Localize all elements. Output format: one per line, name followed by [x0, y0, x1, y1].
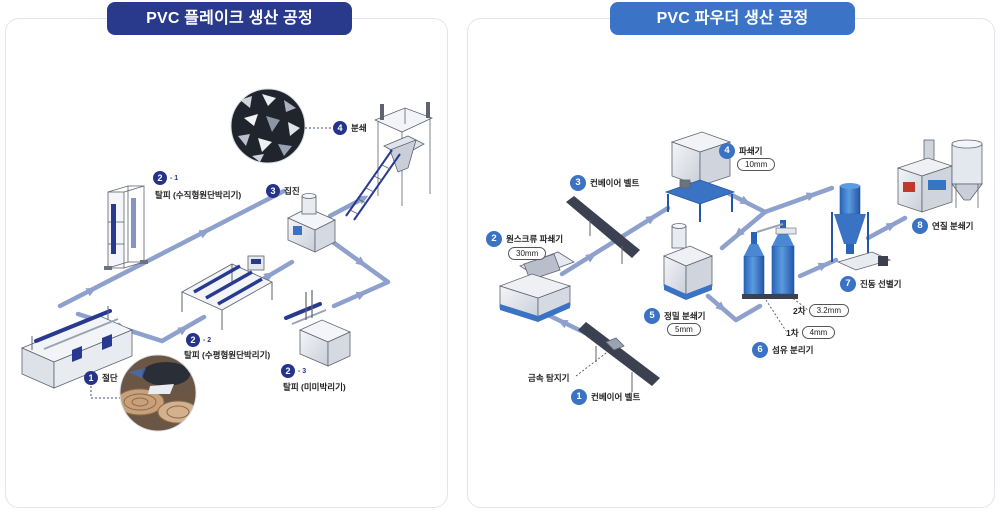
step-number-badge: 2: [153, 171, 167, 185]
step-sub-number: - 2: [203, 336, 212, 344]
metal-detector-label: 금속 탐지기: [528, 373, 570, 383]
step-label: 원스크류 파쇄기: [506, 234, 564, 244]
step-grind: 4 분쇄: [333, 121, 367, 135]
conveyor-belt-2: [566, 196, 640, 264]
step-sub-number: - 3: [298, 367, 307, 375]
step-number-badge: 2: [186, 333, 200, 347]
stage-label: 2차: [793, 305, 806, 316]
size-pill: 4mm: [801, 326, 836, 339]
metal-detector-leader-line: [575, 349, 611, 377]
soft-material-grinder: [896, 139, 983, 213]
step-label: 집진: [284, 186, 300, 196]
step-label: 탈피 (수평형원단박리기): [184, 350, 271, 360]
step-cut: 1 절단: [84, 371, 118, 385]
step-label: 분쇄: [351, 123, 367, 133]
step-fiber-separator: 6 섬유 분리기: [752, 342, 813, 358]
step-number-badge: 8: [912, 218, 928, 234]
step-number-badge: 2: [486, 231, 502, 247]
fiber-stage-2: 2차 3.2mm: [793, 304, 850, 317]
step-number-badge: 4: [333, 121, 347, 135]
single-screw-shredder: [498, 251, 575, 322]
step-label: 컨베이어 벨트: [590, 178, 640, 188]
stage1-leader-line: [765, 299, 787, 332]
cutting-machine: [20, 306, 134, 389]
step-number-badge: 4: [719, 143, 735, 159]
rolls-photo-frame: [119, 354, 197, 432]
fabric-rolls-photo: [120, 355, 196, 431]
size-pill: 3.2mm: [808, 304, 850, 317]
step-label: 파쇄기: [739, 146, 763, 156]
step-label: 절단: [102, 373, 118, 383]
size-pill: 10mm: [737, 158, 776, 171]
micro-peeling-machine: [284, 290, 351, 367]
step-soft-grinder: 8 연질 분쇄기: [912, 218, 973, 234]
powder-process-title: PVC 파우더 생산 공정: [610, 2, 855, 35]
step-number-badge: 3: [266, 184, 280, 198]
size-pill: 30mm: [508, 247, 547, 260]
precision-grinder: [662, 223, 714, 300]
step-label: 탈피 (수직형원단박리기): [155, 190, 242, 200]
step-label: 컨베이어 벨트: [591, 392, 641, 402]
step-peel-micro: 2 - 3: [281, 364, 306, 378]
step-precision-grinder: 5 정밀 분쇄기: [644, 308, 705, 324]
step-number-badge: 2: [281, 364, 295, 378]
step-peel-vertical: 2 - 1: [153, 171, 178, 185]
step-vibrating-screener: 7 진동 선별기: [840, 276, 901, 292]
step-conveyor-1: 1 컨베이어 벨트: [571, 389, 640, 405]
step-label: 연질 분쇄기: [932, 221, 974, 231]
flake-process-panel: [5, 18, 448, 508]
fiber-stage-1: 1차 4mm: [786, 326, 836, 339]
conveyor-belt-1: [578, 322, 660, 392]
step-number-badge: 5: [644, 308, 660, 324]
step-label: 진동 선별기: [860, 279, 902, 289]
stage-label: 1차: [786, 327, 799, 338]
fiber-separators: [742, 220, 798, 299]
flake-process-title: PVC 플레이크 생산 공정: [107, 2, 352, 35]
step-shredder: 2 원스크류 파쇄기: [486, 231, 563, 247]
step-number-badge: 6: [752, 342, 768, 358]
step-number-badge: 1: [84, 371, 98, 385]
step-dust-collection: 3 집진: [266, 184, 300, 198]
step-label: 정밀 분쇄기: [664, 311, 706, 321]
cut-leader-line: [90, 386, 120, 399]
grinding-machine: [345, 102, 434, 221]
vibrating-screener: [831, 183, 892, 271]
step-sub-number: - 1: [170, 174, 179, 182]
step-crusher: 4 파쇄기: [719, 143, 762, 159]
step-number-badge: 7: [840, 276, 856, 292]
step-peel-horizontal: 2 - 2: [186, 333, 211, 347]
step-label: 섬유 분리기: [772, 345, 814, 355]
horizontal-peeling-machine: [181, 255, 273, 330]
step-conveyor-2: 3 컨베이어 벨트: [570, 175, 639, 191]
shredded-material-photo: [231, 89, 305, 163]
size-pill: 5mm: [667, 323, 701, 336]
shredded-photo-frame: [230, 88, 306, 164]
vertical-peeling-machine: [104, 185, 148, 270]
step-number-badge: 1: [571, 389, 587, 405]
step-number-badge: 3: [570, 175, 586, 191]
step-label: 탈피 (미미박리기): [283, 382, 346, 392]
dust-collector: [287, 193, 336, 253]
